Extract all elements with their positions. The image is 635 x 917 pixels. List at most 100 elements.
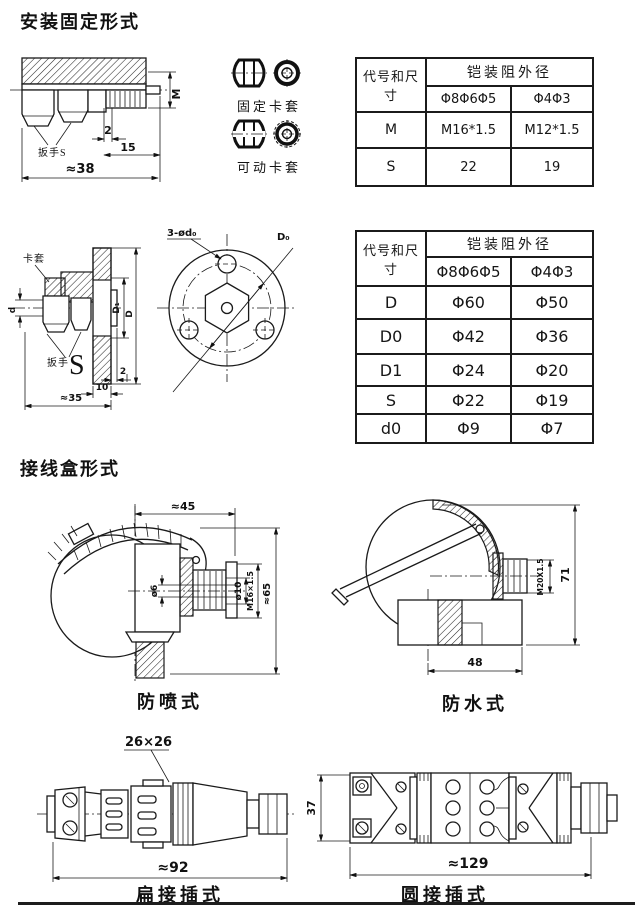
table2-row-S-v2: Φ19 bbox=[510, 385, 594, 415]
wrench-callout: 扳手 bbox=[47, 356, 69, 369]
flange-front-view bbox=[157, 234, 297, 382]
dim-label-m16: M16×1.5 bbox=[246, 571, 255, 611]
table2-row-D1-v2: Φ20 bbox=[510, 353, 594, 387]
movable-ferrule-icon bbox=[231, 119, 301, 149]
dim-label-M: M bbox=[170, 89, 183, 100]
splash-dim-65: ≈65 bbox=[170, 527, 280, 675]
flange-dim-D1: D₁ bbox=[111, 277, 129, 339]
table2-row-D0-v1: Φ42 bbox=[425, 318, 512, 355]
dim-label-129: ≈129 bbox=[448, 856, 489, 872]
table1-row-S-v1: 22 bbox=[425, 147, 512, 187]
table2-row-S-v1: Φ22 bbox=[425, 385, 512, 415]
dim-label-D: D bbox=[125, 310, 135, 317]
table-row: D1 Φ24 Φ20 bbox=[355, 353, 594, 387]
dim-label-48: 48 bbox=[467, 656, 482, 669]
table1-col1-header: Φ8Φ6Φ5 bbox=[425, 85, 512, 113]
table-row: D Φ60 Φ50 bbox=[355, 285, 594, 320]
section1-title: 安装固定形式 bbox=[20, 12, 140, 32]
table2-row-S-code: S bbox=[355, 385, 427, 415]
splash-proof-head-drawing: ≈45 ø6 ø10 M16×1.5 ≈65 bbox=[47, 500, 280, 684]
ferrule-callout: 卡套 bbox=[23, 252, 45, 265]
dim-label-65: ≈65 bbox=[262, 583, 273, 605]
dim-label-92: ≈92 bbox=[157, 860, 188, 876]
splash-proof-caption: 防喷式 bbox=[137, 692, 203, 712]
wrench-s-callout: S bbox=[69, 350, 85, 381]
dim-label-m20: M20X1.5 bbox=[536, 559, 545, 596]
splash-dim-10: ø10 bbox=[226, 577, 250, 605]
waterproof-head-drawing: M20X1.5 71 48 bbox=[331, 499, 580, 675]
table2-row-d0-v2: Φ7 bbox=[510, 413, 594, 444]
flange-dim-boltcircle: D₀ bbox=[172, 232, 294, 393]
dim-label-D0: D₀ bbox=[277, 232, 290, 243]
dim-label-45: ≈45 bbox=[171, 500, 196, 513]
splash-dim-45: ≈45 bbox=[134, 500, 236, 556]
table1-col2-header: Φ4Φ3 bbox=[510, 85, 594, 113]
dim-label-o6: ø6 bbox=[150, 585, 160, 597]
table2-row-D1-code: D1 bbox=[355, 353, 427, 387]
table1-row-S-v2: 19 bbox=[510, 147, 594, 187]
round-plug-dim-129: ≈129 bbox=[349, 837, 592, 879]
fitting-body bbox=[10, 57, 168, 127]
flange-dim-2: 2 bbox=[101, 328, 131, 383]
fitting-dim-38: ≈38 bbox=[21, 128, 159, 182]
dim-label-2b: 2 bbox=[120, 367, 126, 377]
thread-size-table: 代号和尺寸 铠装阻外径 Φ8Φ6Φ5 Φ4Φ3 M M16*1.5 M12*1.… bbox=[355, 57, 594, 187]
table2-row-D-v1: Φ60 bbox=[425, 285, 512, 320]
movable-ferrule-label: 可动卡套 bbox=[237, 160, 302, 175]
wrench-s-label: 扳手S bbox=[38, 146, 67, 159]
round-plug-drawing: 37 bbox=[305, 772, 618, 879]
waterproof-dim-thread: M20X1.5 bbox=[527, 559, 554, 596]
fitting-wrench-label: 扳手S bbox=[33, 122, 72, 159]
table2-row-D-code: D bbox=[355, 285, 427, 320]
round-plug-body bbox=[349, 772, 618, 844]
table-row: d0 Φ9 Φ7 bbox=[355, 413, 594, 444]
table-row: S 22 19 bbox=[355, 147, 594, 187]
table2-group-header: 铠装阻外径 bbox=[425, 230, 594, 258]
fitting-dim-M: M bbox=[148, 71, 183, 109]
fixed-ferrule-label: 固定卡套 bbox=[237, 99, 302, 114]
table2-row-D0-code: D0 bbox=[355, 318, 427, 355]
section2-title: 接线盒形式 bbox=[20, 459, 120, 479]
table1-row-M-v2: M12*1.5 bbox=[510, 111, 594, 149]
table1-row-S-code: S bbox=[355, 147, 427, 187]
dim-label-15: 15 bbox=[120, 141, 135, 154]
table2-corner-cell: 代号和尺寸 bbox=[355, 230, 427, 287]
table-row: M M16*1.5 M12*1.5 bbox=[355, 111, 594, 149]
flange-size-table: 代号和尺寸 铠装阻外径 Φ8Φ6Φ5 Φ4Φ3 D Φ60 Φ50 D0 Φ42… bbox=[355, 230, 594, 444]
table1-group-header: 铠装阻外径 bbox=[425, 57, 594, 87]
flat-plug-body bbox=[37, 779, 295, 849]
dim-label-D1: D₁ bbox=[112, 302, 122, 313]
flange-dim-holes: 3-ød₀ bbox=[167, 228, 222, 260]
flat-plug-dim-92: ≈92 bbox=[52, 838, 288, 882]
dim-label-o10: ø10 bbox=[234, 582, 244, 601]
splash-head-body bbox=[47, 504, 246, 684]
fixed-ferrule-icon bbox=[231, 58, 301, 88]
flange-dim-D: D bbox=[111, 247, 141, 385]
splash-dim-6: ø6 bbox=[150, 575, 182, 607]
bottom-divider bbox=[18, 902, 635, 905]
table-row: D0 Φ42 Φ36 bbox=[355, 318, 594, 355]
table1-corner-cell: 代号和尺寸 bbox=[355, 57, 427, 113]
round-plug-dim-37: 37 bbox=[305, 774, 350, 842]
dim-label-2: 2 bbox=[104, 124, 112, 137]
waterproof-body bbox=[331, 499, 540, 661]
flat-plug-dim-26: 26×26 bbox=[124, 735, 172, 783]
dim-label-d: d bbox=[8, 307, 18, 313]
splash-dim-thread: M16×1.5 bbox=[237, 563, 262, 619]
table2-row-D1-v1: Φ24 bbox=[425, 353, 512, 387]
fitting-dim-15: 15 bbox=[103, 96, 161, 182]
waterproof-dim-48: 48 bbox=[427, 647, 523, 675]
dim-label-3od0: 3-ød₀ bbox=[167, 228, 197, 239]
table2-row-d0-code: d0 bbox=[355, 413, 427, 444]
table2-row-D0-v2: Φ36 bbox=[510, 318, 594, 355]
flat-plug-caption: 扁接插式 bbox=[136, 885, 224, 905]
table2-col1-header: Φ8Φ6Φ5 bbox=[425, 256, 512, 287]
dim-label-26x26: 26×26 bbox=[125, 735, 172, 750]
table1-row-M-code: M bbox=[355, 111, 427, 149]
dim-label-10: 10 bbox=[96, 383, 109, 393]
dim-label-71: 71 bbox=[559, 567, 572, 582]
fitting-dim-2: 2 bbox=[92, 108, 126, 142]
table2-row-D-v2: Φ50 bbox=[510, 285, 594, 320]
table2-col2-header: Φ4Φ3 bbox=[510, 256, 594, 287]
